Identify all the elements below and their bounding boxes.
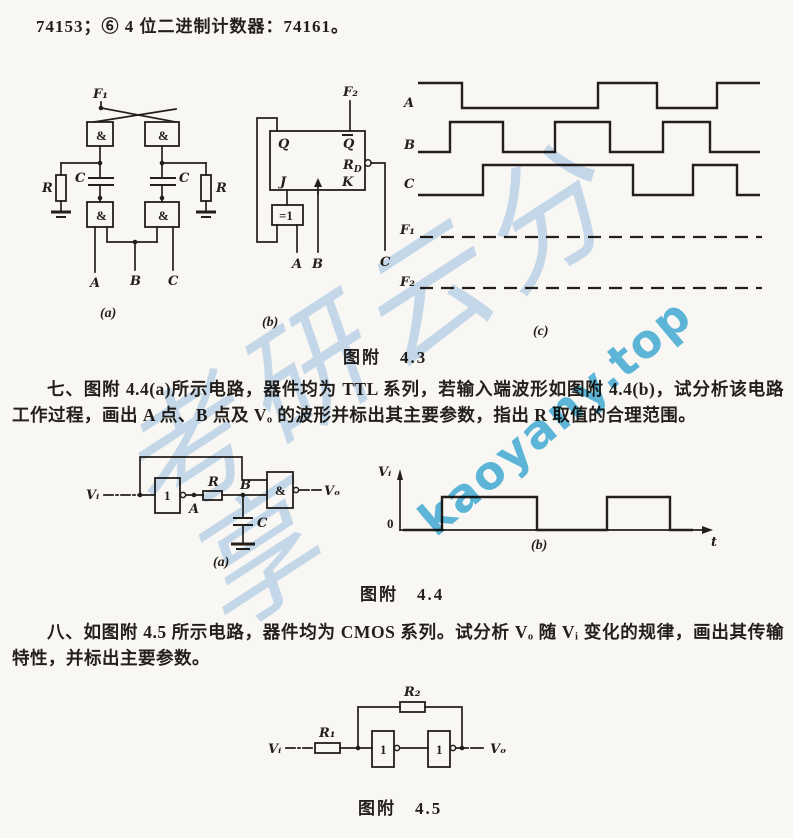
input-a-label: A	[88, 276, 100, 291]
fig44-caption: 图附 4.4	[360, 585, 445, 604]
vi-label: Vᵢ	[86, 488, 99, 503]
problem-seven-text: 七、图附 4.4(a)所示电路，器件均为 TTL 系列，若输入端波形如图附 4.…	[12, 379, 784, 425]
xor-gate-label: =1	[279, 208, 293, 223]
wave-a-trace	[418, 81, 760, 110]
nand-gate-label: &	[96, 208, 107, 223]
nand-gate-box	[144, 201, 180, 228]
header-text: 74153；⑥ 4 位二进制计数器：74161。	[36, 17, 349, 36]
rd-label: RD	[342, 158, 362, 175]
nand-gate-label: &	[158, 208, 169, 223]
resistor-r2-label: R₂	[403, 685, 421, 700]
fig43b-sublabel: (b)	[262, 315, 279, 330]
nand-gate-label: &	[158, 128, 169, 143]
fig44b-waveform: Vᵢ 0 t	[378, 465, 717, 550]
cross-wire	[100, 107, 177, 123]
nand-gate-label: &	[275, 483, 286, 498]
resistor-r1-label: R₁	[318, 726, 336, 741]
f1-label: F₁	[92, 87, 108, 102]
problem-eight-text: 八、如图附 4.5 所示电路，器件均为 CMOS 系列。试分析 Vₒ 随 Vᵢ …	[12, 622, 784, 668]
origin-label: 0	[387, 516, 394, 531]
input-c-label: C	[380, 255, 391, 270]
q-label: Q	[278, 137, 290, 152]
vo-label: Vₒ	[490, 742, 506, 757]
feedback-wire	[424, 706, 463, 749]
inverter-label: 1	[164, 488, 171, 503]
nand-gate-label: &	[96, 128, 107, 143]
resistor-r2-box	[399, 701, 426, 713]
wave-c-label: C	[404, 177, 415, 192]
f2-label: F₂	[342, 85, 358, 100]
input-c-label: C	[168, 274, 179, 289]
nand-bubble	[292, 486, 300, 494]
capacitor-label: C	[75, 171, 86, 186]
inverter-bubble	[393, 744, 401, 752]
vi-axis-label: Vᵢ	[378, 465, 391, 480]
input-a-label: A	[290, 257, 302, 272]
fig44a-circuit-diagram: Vᵢ 1 A R B & Vₒ C	[86, 456, 340, 550]
cross-wire	[93, 108, 177, 123]
wave-b-label: B	[403, 138, 415, 153]
feedback-wire	[139, 456, 268, 496]
resistor-label: R	[207, 475, 219, 490]
inverter-bubble	[449, 744, 457, 752]
vo-label: Vₒ	[324, 484, 340, 499]
wave-f2-label: F₂	[399, 275, 415, 290]
j-label: J	[277, 175, 287, 190]
point-a-label: A	[187, 502, 199, 517]
resistor-left	[55, 174, 67, 202]
inverter-label: 1	[436, 742, 443, 757]
pulse-trace	[403, 495, 693, 532]
input-b-label: B	[311, 257, 323, 272]
vi-label: Vᵢ	[268, 742, 281, 757]
feedback-wire	[357, 706, 401, 749]
resistor-r1-box	[314, 742, 341, 754]
wave-b-trace	[418, 120, 760, 154]
wave-a-label: A	[402, 96, 414, 111]
inverter-label: 1	[380, 742, 387, 757]
fig43a-sublabel: (a)	[100, 306, 117, 321]
fig45-caption: 图附 4.5	[358, 799, 443, 818]
fig45-circuit-diagram: Vᵢ R₁ R₂ 1 1 Vₒ	[268, 685, 506, 768]
fig44b-sublabel: (b)	[531, 538, 548, 553]
feedback-wire	[256, 117, 278, 243]
input-b-label: B	[129, 274, 141, 289]
resistor-label: R	[215, 181, 227, 196]
fig43-caption: 图附 4.3	[343, 348, 428, 367]
resistor-right	[200, 174, 212, 202]
t-label: t	[711, 535, 717, 550]
wave-c-trace	[418, 163, 760, 197]
fig43c-waveforms: A B C F₁ F₂	[399, 81, 762, 290]
resistor-label: R	[41, 181, 53, 196]
fig44a-sublabel: (a)	[213, 555, 230, 570]
resistor-box	[202, 490, 223, 501]
k-label: K	[341, 175, 354, 190]
wave-f1-label: F₁	[399, 223, 415, 238]
fig43b-circuit-diagram: F₂ Q Q RD J K B =1 A C	[256, 85, 391, 272]
inverter-bubble	[179, 491, 187, 499]
capacitor-label: C	[179, 171, 190, 186]
qbar-label: Q	[343, 137, 355, 152]
nand-gate-box	[86, 201, 114, 228]
capacitor-label: C	[257, 516, 268, 531]
fig43a-circuit-diagram: F₁ & & R C & R C	[41, 87, 227, 291]
fig43c-sublabel: (c)	[533, 324, 549, 339]
point-b-label: B	[239, 478, 251, 493]
